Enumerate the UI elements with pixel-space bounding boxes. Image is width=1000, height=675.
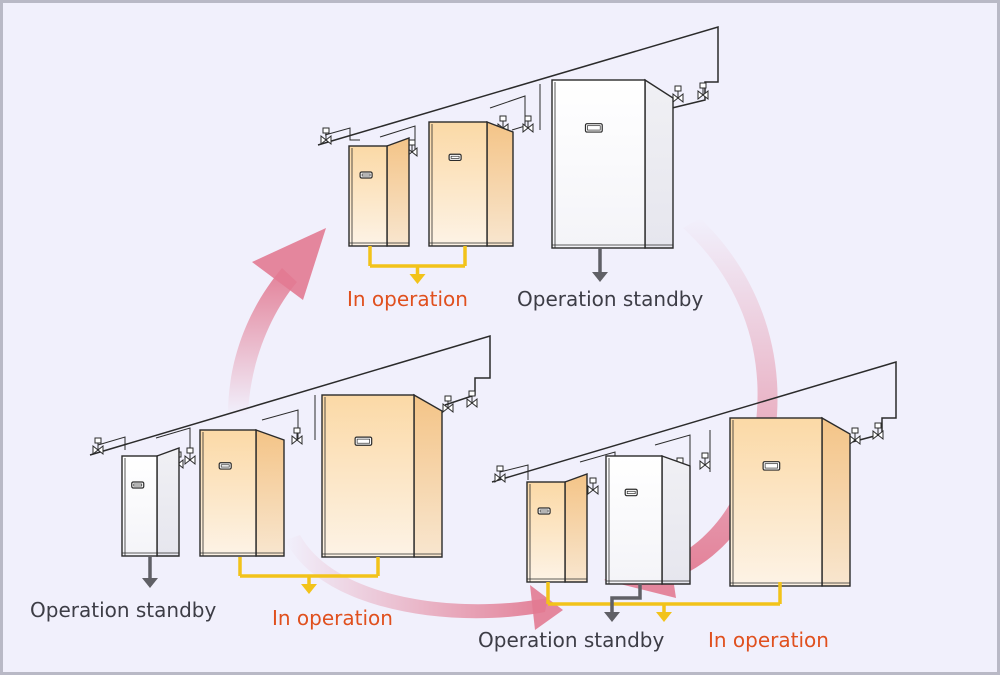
label-right-in-operation: In operation [708, 628, 829, 652]
drain-top-standby [592, 248, 608, 282]
valve-icon [699, 452, 711, 471]
drain-arrow [142, 578, 158, 588]
valve-icon [320, 127, 332, 146]
valve-icon [466, 390, 478, 409]
label-top-standby: Operation standby [517, 287, 704, 311]
drain-arrow [656, 612, 672, 622]
boiler-unit-left-3 [321, 393, 443, 558]
label-left-in-operation: In operation [272, 606, 393, 630]
drain-right-operating [546, 582, 782, 622]
boiler-unit-left-2 [199, 429, 285, 557]
boiler-group-top [317, 25, 719, 284]
boiler-unit-right-1 [526, 473, 588, 583]
drain-top-operating [368, 246, 467, 284]
drain-arrow [301, 584, 317, 594]
unit-handle [354, 436, 373, 446]
label-left-standby: Operation standby [30, 598, 217, 622]
boiler-unit-top-1 [348, 137, 410, 247]
label-right-standby: Operation standby [478, 628, 665, 652]
unit-handle [537, 507, 551, 515]
valve-icon [587, 477, 599, 496]
unit-handle [359, 171, 373, 179]
boiler-unit-left-1 [121, 447, 180, 557]
unit-handle [584, 123, 603, 133]
boiler-group-left [89, 334, 491, 594]
drain-left-standby [142, 556, 158, 588]
drain-arrow [409, 274, 426, 284]
valve-icon [291, 427, 303, 446]
unit-handle [762, 461, 781, 471]
valve-icon [672, 85, 684, 104]
boiler-unit-top-2 [428, 120, 514, 247]
unit-handle [624, 488, 638, 497]
valve-icon [442, 395, 454, 414]
drain-left-operating [238, 557, 380, 594]
valve-icon [184, 447, 196, 466]
valve-icon [872, 422, 884, 441]
unit-handle [218, 462, 232, 470]
rotation-arrow-left [228, 228, 326, 415]
boiler-unit-right-3 [729, 416, 851, 587]
valve-icon [522, 115, 534, 134]
unit-handle [131, 481, 145, 489]
unit-handle [448, 153, 462, 162]
drain-right-standby [604, 584, 642, 622]
valve-icon [92, 437, 104, 456]
boiler-group-right [491, 360, 897, 622]
label-top-in-operation: In operation [347, 287, 468, 311]
drain-arrow [604, 612, 620, 622]
valve-icon [494, 465, 506, 484]
boiler-unit-top-3 [551, 78, 674, 249]
valve-icon [697, 82, 709, 101]
boiler-unit-right-2 [605, 455, 691, 585]
drain-arrow [592, 272, 608, 282]
